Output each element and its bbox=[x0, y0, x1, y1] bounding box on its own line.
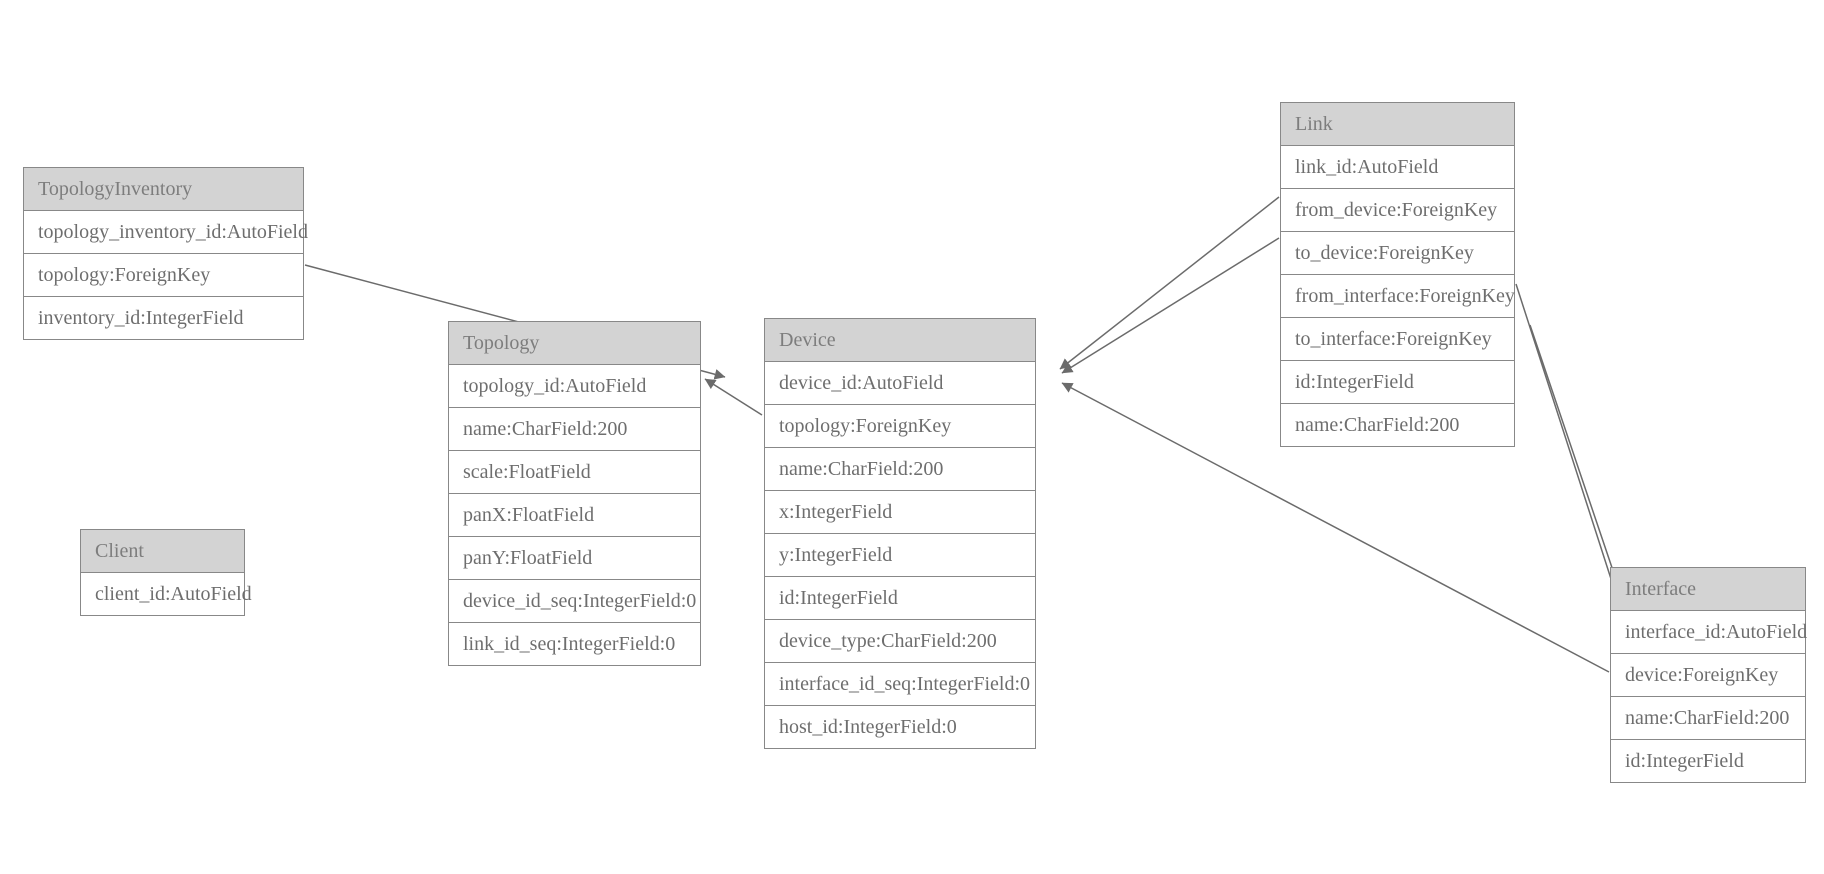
entity-field: interface_id_seq:IntegerField:0 bbox=[764, 663, 1036, 706]
entity-title: Topology bbox=[448, 321, 701, 365]
entity-title: Interface bbox=[1610, 567, 1806, 611]
entity-field: device_id:AutoField bbox=[764, 362, 1036, 405]
entity-field: name:CharField:200 bbox=[1610, 697, 1806, 740]
edge-link-frominterface-interface bbox=[1515, 283, 1624, 614]
entity-field: scale:FloatField bbox=[448, 451, 701, 494]
entity-field: topology:ForeignKey bbox=[23, 254, 304, 297]
entity-field: topology:ForeignKey bbox=[764, 405, 1036, 448]
entity-link[interactable]: Link link_id:AutoField from_device:Forei… bbox=[1280, 102, 1515, 447]
entity-field: to_interface:ForeignKey bbox=[1280, 318, 1515, 361]
entity-field: name:CharField:200 bbox=[448, 408, 701, 451]
entity-field: from_interface:ForeignKey bbox=[1280, 275, 1515, 318]
entity-interface[interactable]: Interface interface_id:AutoField device:… bbox=[1610, 567, 1807, 783]
entity-field: device_type:CharField:200 bbox=[764, 620, 1036, 663]
entity-field: id:IntegerField bbox=[1280, 361, 1515, 404]
entity-field: from_device:ForeignKey bbox=[1280, 189, 1515, 232]
entity-title: TopologyInventory bbox=[23, 167, 304, 211]
entity-field: device:ForeignKey bbox=[1610, 654, 1806, 697]
entity-field: name:CharField:200 bbox=[764, 448, 1036, 491]
entity-field: device_id_seq:IntegerField:0 bbox=[448, 580, 701, 623]
entity-title: Client bbox=[80, 529, 245, 573]
entity-title: Device bbox=[764, 318, 1036, 362]
entity-field: to_device:ForeignKey bbox=[1280, 232, 1515, 275]
entity-field: interface_id:AutoField bbox=[1610, 611, 1807, 654]
entity-topology[interactable]: Topology topology_id:AutoField name:Char… bbox=[448, 321, 701, 666]
entity-field: host_id:IntegerField:0 bbox=[764, 706, 1036, 749]
entity-field: y:IntegerField bbox=[764, 534, 1036, 577]
entity-field: panY:FloatField bbox=[448, 537, 701, 580]
entity-field: inventory_id:IntegerField bbox=[23, 297, 304, 340]
entity-field: id:IntegerField bbox=[764, 577, 1036, 620]
entity-field: client_id:AutoField bbox=[80, 573, 252, 616]
entity-device[interactable]: Device device_id:AutoField topology:Fore… bbox=[764, 318, 1036, 749]
entity-topology-inventory[interactable]: TopologyInventory topology_inventory_id:… bbox=[23, 167, 308, 340]
entity-field: x:IntegerField bbox=[764, 491, 1036, 534]
entity-field: topology_id:AutoField bbox=[448, 365, 701, 408]
entity-field: link_id:AutoField bbox=[1280, 146, 1515, 189]
edge-device-topology bbox=[704, 378, 763, 416]
edge-link-fromdevice-device bbox=[1059, 196, 1280, 370]
entity-field: id:IntegerField bbox=[1610, 740, 1806, 783]
entity-field: topology_inventory_id:AutoField bbox=[23, 211, 308, 254]
entity-title: Link bbox=[1280, 102, 1515, 146]
entity-client[interactable]: Client client_id:AutoField bbox=[80, 529, 252, 616]
entity-field: name:CharField:200 bbox=[1280, 404, 1515, 447]
edge-link-todevice-device bbox=[1061, 237, 1280, 374]
entity-field: panX:FloatField bbox=[448, 494, 701, 537]
entity-field: link_id_seq:IntegerField:0 bbox=[448, 623, 701, 666]
